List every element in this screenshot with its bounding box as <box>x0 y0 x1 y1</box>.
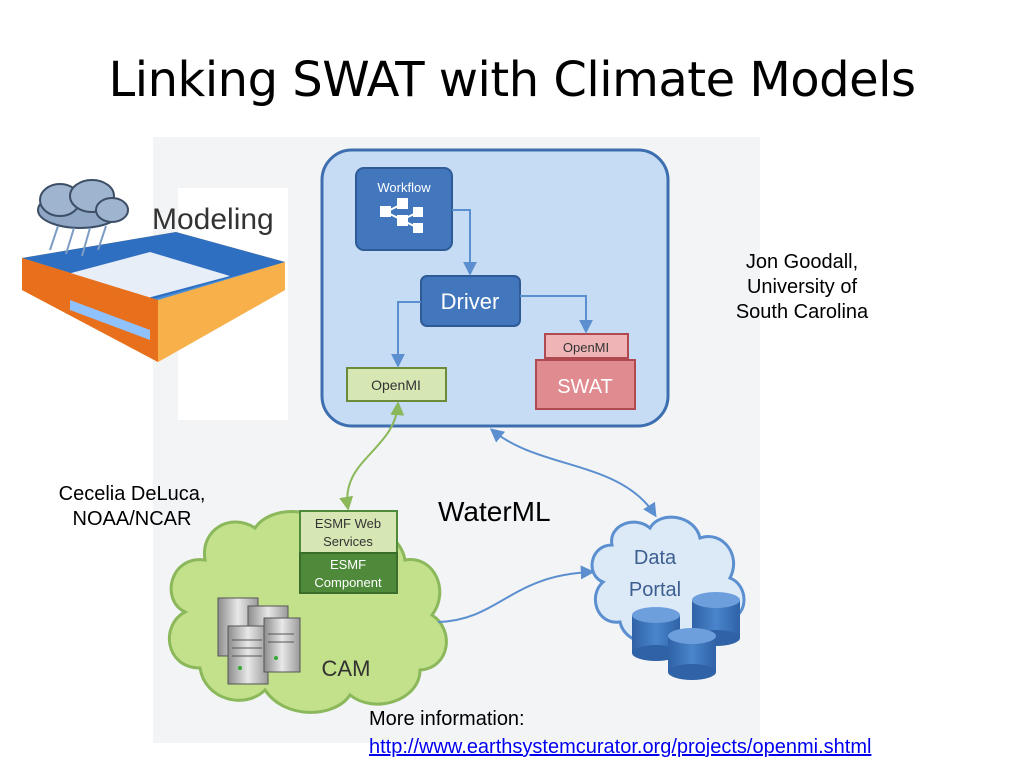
openmi-left-box[interactable]: OpenMI <box>346 367 447 402</box>
server-rack-icon <box>217 597 301 685</box>
credit-goodall-line3: South Carolina <box>735 301 869 323</box>
more-info-label: More information: <box>369 708 525 730</box>
credit-deluca-line2: NOAA/NCAR <box>72 508 192 530</box>
driver-label: Driver <box>441 289 500 314</box>
credit-goodall-line2: University of <box>746 276 858 298</box>
credit-deluca-line1: Cecelia DeLuca, <box>58 483 206 505</box>
driver-box[interactable]: Driver <box>420 275 521 327</box>
workflow-icon <box>380 198 423 233</box>
workflow-to-driver-arrow <box>452 209 477 276</box>
modeling-label: Modeling <box>152 203 274 236</box>
swat-to-data-portal-arrow <box>489 428 657 518</box>
openmi-swat-label: OpenMI <box>563 340 609 355</box>
workflow-box[interactable]: Workflow <box>355 167 453 251</box>
waterml-label: WaterML <box>438 496 551 527</box>
rain-cloud-icon <box>37 179 129 257</box>
esmf-web-services-box[interactable]: ESMF Web Services <box>299 510 398 554</box>
driver-to-swat-arrow <box>520 295 593 334</box>
credit-goodall-line1: Jon Goodall, <box>745 251 859 273</box>
openmi-left-label: OpenMI <box>371 377 421 393</box>
openmi-to-esmf-arrow <box>339 401 405 511</box>
workflow-label: Workflow <box>377 180 431 195</box>
swat-openmi-box[interactable]: OpenMI <box>544 333 629 359</box>
credit-deluca: Cecelia DeLuca, NOAA/NCAR <box>22 482 242 532</box>
driver-to-openmi-arrow <box>391 301 421 368</box>
slide-title: Linking SWAT with Climate Models <box>108 52 916 108</box>
data-portal-line2: Portal <box>629 579 681 601</box>
esmf-web-services-line1: ESMF Web <box>315 516 381 531</box>
data-portal-line1: Data <box>634 547 677 569</box>
esmf-component-box[interactable]: ESMF Component <box>299 552 398 594</box>
credit-goodall: Jon Goodall, University of South Carolin… <box>702 250 902 325</box>
modeling-illustration: Modeling <box>22 179 288 420</box>
swat-box[interactable]: SWAT <box>535 359 636 410</box>
cam-to-data-portal-arrow <box>437 565 595 623</box>
database-icon <box>632 592 740 680</box>
esmf-web-services-line2: Services <box>323 534 373 549</box>
esmf-component-line2: Component <box>314 575 382 590</box>
esmf-component-line1: ESMF <box>330 557 366 572</box>
more-info: More information: http://www.earthsystem… <box>369 705 871 761</box>
cam-label: CAM <box>322 656 371 681</box>
swat-label: SWAT <box>557 376 613 398</box>
more-info-link[interactable]: http://www.earthsystemcurator.org/projec… <box>369 736 872 758</box>
